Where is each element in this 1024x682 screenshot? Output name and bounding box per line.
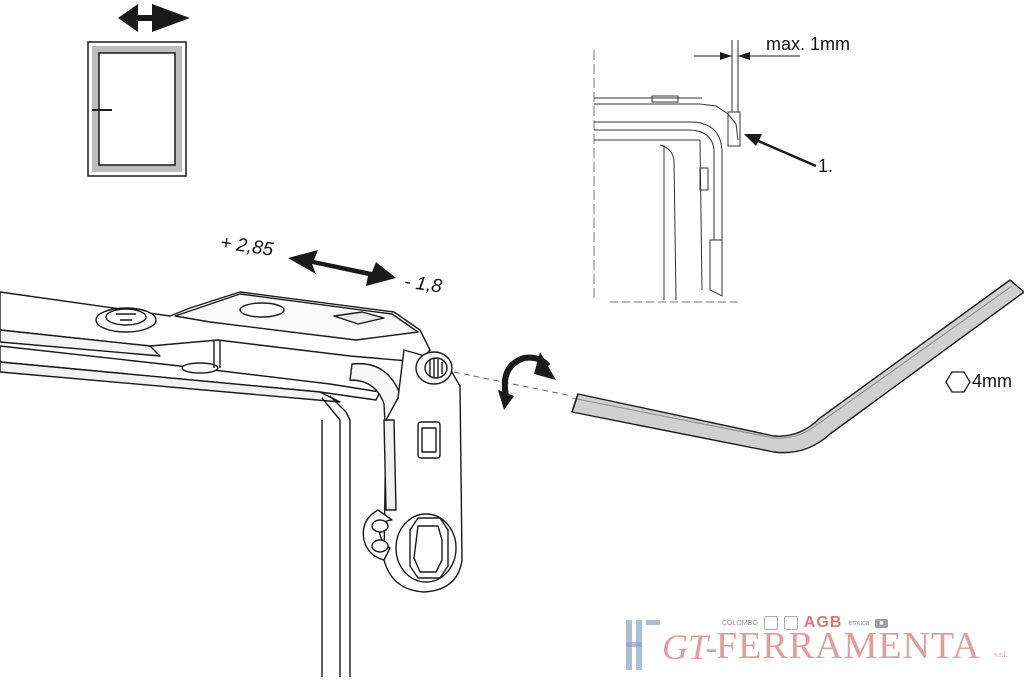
brand-agb: AGB	[803, 614, 843, 631]
brand-colombo: COLOMBO	[722, 619, 758, 627]
hexagon-icon	[945, 371, 971, 393]
brand-tag-icon: ■	[875, 618, 888, 628]
max-gap-label: max. 1mm	[766, 34, 851, 54]
alignment-dashed-line	[453, 371, 573, 397]
brand-badge-icon	[763, 616, 778, 630]
hex-key-size-label: 4mm	[972, 371, 1012, 391]
callout-arrow	[744, 134, 817, 168]
logo-name-text: FERRAMENTA	[716, 625, 981, 667]
logo-suffix-text: s.r.l.	[994, 650, 1008, 659]
partner-brands: COLOMBO AGB emuca ■	[722, 614, 888, 632]
gap-dimension-arrows	[694, 52, 800, 60]
brand-emuca: emuca	[848, 619, 870, 627]
hex-key-tool	[571, 279, 1024, 454]
horizontal-double-arrow-icon	[118, 4, 190, 32]
section-detail-view	[593, 40, 741, 303]
callout-number-label: 1.	[818, 156, 834, 176]
window-frame-icon	[87, 41, 187, 177]
brand-badge-icon	[783, 616, 798, 630]
rotation-arrow-icon	[498, 352, 556, 410]
logo-gt-text: GT-	[662, 627, 718, 667]
adjustment-double-arrow-icon	[288, 250, 396, 286]
watermark-logo: GT- FERRAMENTA s.r.l. COLOMBO AGB emuca …	[622, 612, 1022, 674]
hinge-corner-assembly	[0, 291, 463, 677]
logo-emblem-icon	[626, 620, 660, 670]
